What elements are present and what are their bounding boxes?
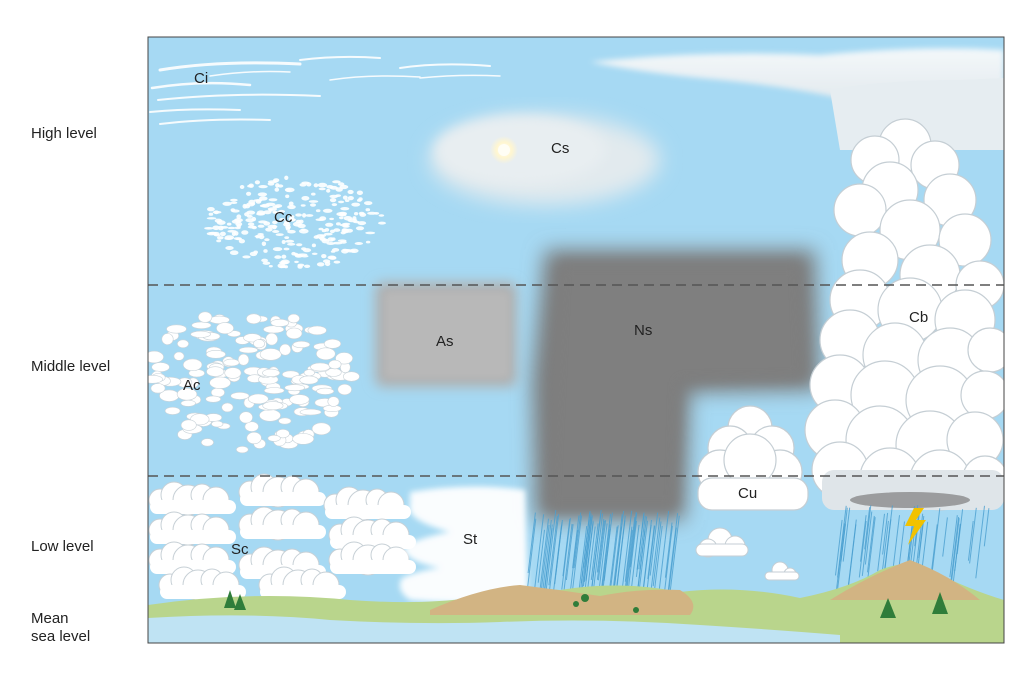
cc-label: Cc <box>274 209 293 226</box>
cu-label: Cu <box>738 485 757 502</box>
cumulonimbus-cloud <box>804 118 1004 511</box>
ns-label: Ns <box>634 322 652 339</box>
sc-label: Sc <box>231 541 249 558</box>
nimbostratus-cloud <box>532 250 820 520</box>
stratus-cloud <box>399 486 528 603</box>
high-level-label: High level <box>31 125 97 142</box>
ac-label: Ac <box>183 377 201 394</box>
cb-label: Cb <box>909 309 928 326</box>
cs-label: Cs <box>551 140 569 157</box>
lightning-icon <box>905 508 926 545</box>
small-cumulus-cloud <box>695 527 800 581</box>
cumulus-cloud <box>697 405 809 511</box>
rain <box>525 505 990 627</box>
middle-level-label: Middle level <box>31 358 111 375</box>
cirrus-cloud <box>149 55 501 125</box>
cirrocumulus-cloud <box>204 175 386 269</box>
sea-level-label-line2: sea level <box>31 628 91 645</box>
as-label: As <box>436 333 454 350</box>
sea-level-label-line1: Mean <box>31 610 69 627</box>
ci-label: Ci <box>194 70 208 87</box>
sea-level-label: Mean sea level <box>31 610 90 646</box>
low-level-label: Low level <box>31 538 94 555</box>
st-label: St <box>463 531 478 548</box>
tree-icon <box>224 590 948 618</box>
stratocumulus-cloud <box>148 473 416 601</box>
cumulonimbus-anvil <box>590 48 1004 150</box>
altostratus-cloud <box>375 282 517 387</box>
altocumulus-cloud <box>148 311 360 454</box>
diagram-frame <box>147 36 1005 644</box>
